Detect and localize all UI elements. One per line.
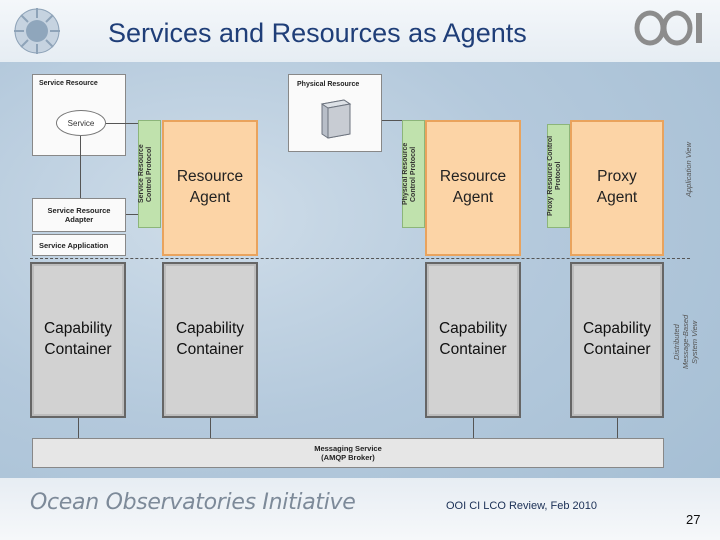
connector-adapter-to-protocol	[126, 214, 138, 215]
connector-service-to-protocol	[106, 123, 138, 124]
service-resource-control-protocol-bar	[138, 120, 161, 228]
capability-container-4: Capability Container	[570, 262, 664, 418]
footer-band	[0, 478, 720, 540]
connector-service-to-adapter	[80, 136, 81, 198]
footer-event: OOI CI LCO Review, Feb 2010	[446, 500, 598, 512]
service-resource-control-protocol-label: Service Resource Control Protocol	[138, 144, 154, 204]
page-title: Services and Resources as Agents	[108, 18, 527, 48]
proxy-resource-control-protocol-label: Proxy Resource Control Protocol	[547, 135, 563, 217]
view-divider-dashed-line	[30, 258, 690, 259]
physical-resource-label: Physical Resource	[297, 81, 360, 88]
capability-container-2: Capability Container	[162, 262, 258, 418]
connector-container-2-to-messaging	[210, 418, 211, 438]
system-view-label: Distributed Message-Based System View	[672, 314, 699, 370]
server-icon	[320, 99, 352, 139]
connector-container-4-to-messaging	[617, 418, 618, 438]
connector-container-3-to-messaging	[473, 418, 474, 438]
resource-agent-2: Resource Agent	[425, 120, 521, 256]
service-node: Service	[56, 110, 106, 136]
service-resource-label: Service Resource	[39, 80, 98, 87]
proxy-agent: Proxy Agent	[570, 120, 664, 256]
physical-resource-control-protocol-bar	[402, 120, 425, 228]
service-resource-box: Service Resource	[32, 74, 126, 156]
page-number: 27	[686, 512, 701, 527]
capability-container-3: Capability Container	[425, 262, 521, 418]
connector-physical-resource-to-protocol	[382, 120, 402, 121]
messaging-service-label: Messaging Service (AMQP Broker)	[314, 444, 382, 462]
nsf-logo-icon	[14, 8, 60, 54]
header-band	[0, 0, 720, 62]
application-view-label: Application View	[684, 142, 693, 198]
service-application-box: Service Application	[32, 234, 126, 256]
connector-container-1-to-messaging	[78, 418, 79, 438]
proxy-resource-control-protocol-bar	[547, 124, 570, 228]
service-resource-adapter-box: Service Resource Adapter	[32, 198, 126, 232]
service-resource-adapter-label: Service Resource Adapter	[47, 206, 111, 224]
resource-agent-1: Resource Agent	[162, 120, 258, 256]
service-label: Service	[67, 118, 95, 128]
footer-organization: Ocean Observatories Initiative	[30, 490, 356, 515]
physical-resource-control-protocol-label: Physical Resource Control Protocol	[402, 142, 418, 206]
capability-container-1: Capability Container	[30, 262, 126, 418]
ooi-logo-icon	[634, 10, 702, 46]
service-application-label: Service Application	[39, 240, 109, 250]
messaging-service-bar: Messaging Service (AMQP Broker)	[32, 438, 664, 468]
